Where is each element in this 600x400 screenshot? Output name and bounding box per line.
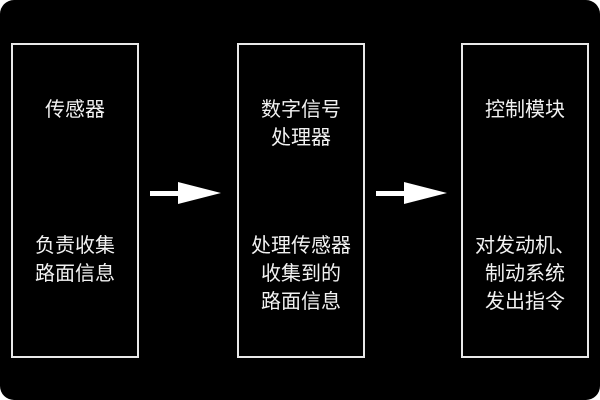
box-description: 负责收集 路面信息 (35, 233, 115, 285)
box-title: 控制模块 (485, 97, 565, 121)
box-description: 处理传感器 收集到的 路面信息 (251, 233, 351, 313)
sensor-box: 传感器 负责收集 路面信息 (11, 43, 139, 358)
box-description: 对发动机、 制动系统 发出指令 (475, 233, 575, 313)
box-title: 数字信号 处理器 (261, 97, 341, 149)
control-module-box: 控制模块 对发动机、 制动系统 发出指令 (461, 43, 589, 358)
box-title: 传感器 (45, 97, 105, 121)
dsp-box: 数字信号 处理器 处理传感器 收集到的 路面信息 (237, 43, 365, 358)
arrow-right-icon (150, 182, 221, 204)
arrow-right-icon (376, 182, 447, 204)
